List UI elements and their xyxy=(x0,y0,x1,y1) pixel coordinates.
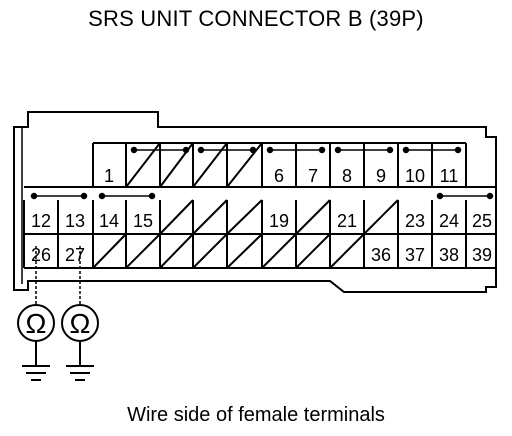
ohmmeter-2: Ω xyxy=(61,304,99,342)
ground-icon xyxy=(66,341,94,381)
terminal-25: 25 xyxy=(472,211,492,231)
terminal-21: 21 xyxy=(337,211,357,231)
terminal-9: 9 xyxy=(376,166,386,186)
terminal-10: 10 xyxy=(405,166,425,186)
terminal-1: 1 xyxy=(104,166,114,186)
terminal-11: 11 xyxy=(440,166,459,186)
terminal-23: 23 xyxy=(405,211,425,231)
terminal-6: 6 xyxy=(274,166,284,186)
terminal-7: 7 xyxy=(308,166,318,186)
ohm-symbol-1: Ω xyxy=(26,308,47,339)
terminal-37: 37 xyxy=(405,245,425,265)
terminal-8: 8 xyxy=(342,166,352,186)
terminal-39: 39 xyxy=(472,245,492,265)
terminal-13: 13 xyxy=(65,211,85,231)
shorting-bars xyxy=(30,146,494,200)
diagram-caption: Wire side of female terminals xyxy=(127,404,385,426)
terminal-24: 24 xyxy=(439,211,459,231)
terminal-12: 12 xyxy=(31,211,51,231)
diagram-title: SRS UNIT CONNECTOR B (39P) xyxy=(88,6,424,31)
terminal-27: 27 xyxy=(65,245,85,265)
ground-icon xyxy=(22,341,50,381)
terminal-38: 38 xyxy=(439,245,459,265)
terminal-grid xyxy=(23,142,496,269)
terminal-14: 14 xyxy=(99,211,119,231)
ohm-symbol-2: Ω xyxy=(70,308,91,339)
terminal-26: 26 xyxy=(31,245,51,265)
connector-housing xyxy=(13,111,497,293)
terminal-19: 19 xyxy=(269,211,289,231)
terminal-36: 36 xyxy=(371,245,391,265)
unused-cell-marks xyxy=(92,142,399,269)
ohmmeter-1: Ω xyxy=(17,304,55,342)
terminal-15: 15 xyxy=(133,211,153,231)
